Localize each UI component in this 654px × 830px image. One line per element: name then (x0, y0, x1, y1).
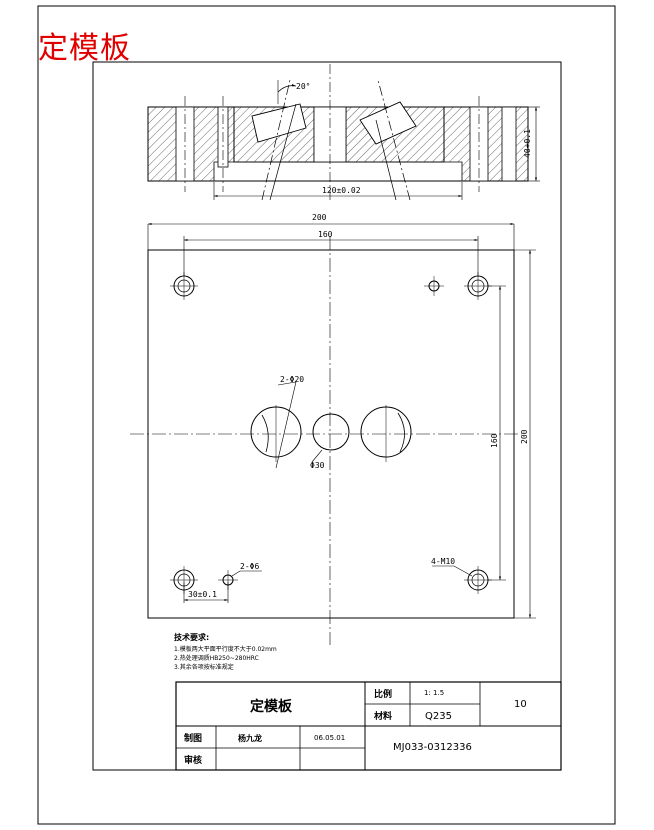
plan-view: 200 160 (130, 213, 536, 645)
hole-phi30-label: Φ30 (310, 461, 325, 470)
title-date: 06.05.01 (314, 734, 345, 742)
outer-border (37, 5, 616, 825)
thickness-label: 40+0.1 (523, 129, 532, 158)
title-drawn-name: 杨九龙 (238, 733, 262, 743)
notes-item-1: 1.模板两大平面平行度不大于0.02mm (174, 645, 277, 653)
offset-30-label: 30±0.1 (188, 590, 217, 599)
pitch-160-label: 160 (318, 230, 333, 239)
notes-title: 技术要求: (174, 632, 209, 642)
hole-2phi20-label: 2-Φ20 (280, 375, 304, 384)
title-drawing-no: MJ033-0312336 (393, 742, 472, 753)
title-review-label: 审核 (184, 754, 202, 766)
angle-label: 20° (296, 82, 310, 91)
section-view: 20° 120±0.02 40+0.1 (147, 64, 540, 201)
height-200-label: 200 (520, 429, 529, 444)
title-scale-label: 比例 (374, 688, 392, 700)
title-drawn-label: 制图 (184, 732, 202, 744)
title-material-value: Q235 (425, 711, 452, 722)
stamp-title: 定模板 (38, 31, 131, 66)
corner-holes (170, 272, 492, 594)
technical-notes: 技术要求: 1.模板两大平面平行度不大于0.02mm 2.热处理调质HB250~… (174, 632, 277, 671)
height-160-label: 160 (490, 433, 499, 448)
notes-item-3: 3.其余各项按标准规定 (174, 663, 234, 671)
title-block: 定模板 比例 1: 1.5 材料 Q235 10 制图 杨九龙 06.05.01… (175, 681, 562, 771)
title-part-name: 定模板 (250, 698, 293, 715)
section-width-label: 120±0.02 (322, 186, 361, 195)
title-sheet-no: 10 (514, 699, 527, 710)
title-scale-value: 1: 1.5 (424, 689, 444, 697)
thread-4m10-label: 4-M10 (431, 557, 455, 566)
notes-item-2: 2.热处理调质HB250~280HRC (174, 654, 259, 662)
title-material-label: 材料 (373, 710, 392, 722)
width-200-label: 200 (312, 213, 327, 222)
hole-2phi6-label: 2-Φ6 (240, 562, 259, 571)
central-bores (250, 405, 412, 462)
